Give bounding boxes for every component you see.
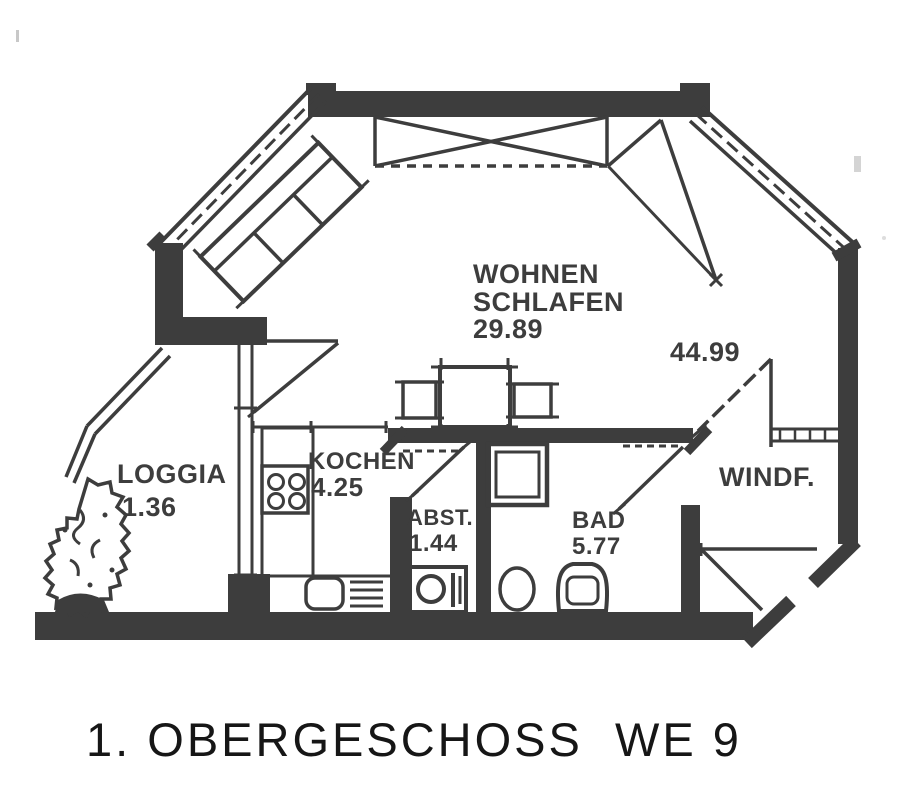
kitchen-sink-icon — [304, 576, 383, 611]
room-area-wohnen: 29.89 — [473, 314, 543, 344]
room-label-kochen: KOCHEN — [308, 448, 415, 475]
utility-fixtures — [406, 565, 468, 614]
room-area-loggia: 1.36 — [122, 492, 177, 522]
wall-left-l-horizontal — [155, 317, 267, 345]
doors — [247, 341, 817, 612]
wall-bottom-miter — [742, 595, 796, 649]
windf-threshold — [772, 427, 838, 443]
dining-table-icon — [431, 358, 518, 434]
wall-bottom — [35, 612, 753, 640]
room-area-abst: 1.44 — [409, 530, 458, 557]
loggia-elements — [42, 346, 172, 619]
door-windf-swing-icon — [691, 357, 773, 447]
wall-right — [838, 248, 858, 544]
roof-windows — [373, 115, 724, 288]
room-label-windfang: WINDF. — [719, 462, 815, 492]
room-label-wohnen-line1: WOHNEN — [473, 259, 599, 289]
wall-right-bottom-miter — [808, 535, 861, 589]
room-area-kochen: 4.25 — [311, 472, 364, 502]
wall-loggia-footing — [228, 574, 270, 614]
outer-walls — [35, 83, 862, 649]
bath-fixtures — [485, 441, 610, 613]
room-label-bad: BAD — [572, 507, 626, 534]
stove-icon — [260, 464, 310, 515]
room-label-wohnen-line2: SCHLAFEN — [473, 287, 624, 317]
room-label-loggia: LOGGIA — [117, 459, 227, 489]
wall-slope-left — [146, 85, 328, 260]
wall-loggia-kitchen-window — [234, 345, 257, 577]
room-label-abst: ABST. — [407, 505, 473, 530]
chair-icon — [506, 382, 559, 419]
door-entry-swing-icon — [699, 543, 817, 612]
door-bad-swing-icon — [612, 444, 685, 516]
wall-middle — [388, 428, 693, 443]
room-area-bad: 5.77 — [572, 533, 621, 560]
loggia-railing — [64, 346, 172, 484]
plant-icon — [42, 476, 132, 619]
scan-artifacts — [16, 30, 886, 240]
roof-window-icon — [373, 115, 609, 168]
roof-window-right-icon — [606, 118, 724, 288]
wall-slope-right — [688, 105, 860, 263]
chair-icon — [395, 380, 444, 420]
toilet-icon — [498, 566, 536, 612]
wall-right-top-miter — [831, 238, 862, 262]
door-loggia-swing-icon — [247, 341, 340, 419]
wall-top — [308, 91, 710, 117]
page-title: 1. OBERGESCHOSS WE 9 — [86, 713, 742, 766]
furniture — [192, 134, 559, 434]
labels: WOHNEN SCHLAFEN 29.89 44.99 WINDF. LOGGI… — [117, 259, 815, 560]
total-area-value: 44.99 — [670, 337, 740, 367]
shower-icon — [485, 441, 550, 508]
door-abst-swing-icon — [403, 440, 471, 503]
sofa-icon — [192, 134, 370, 310]
wall-bad-windf — [681, 505, 700, 613]
washbasin-icon — [555, 562, 610, 613]
kitchen-fixtures — [260, 426, 383, 611]
washing-machine-icon — [406, 565, 468, 614]
